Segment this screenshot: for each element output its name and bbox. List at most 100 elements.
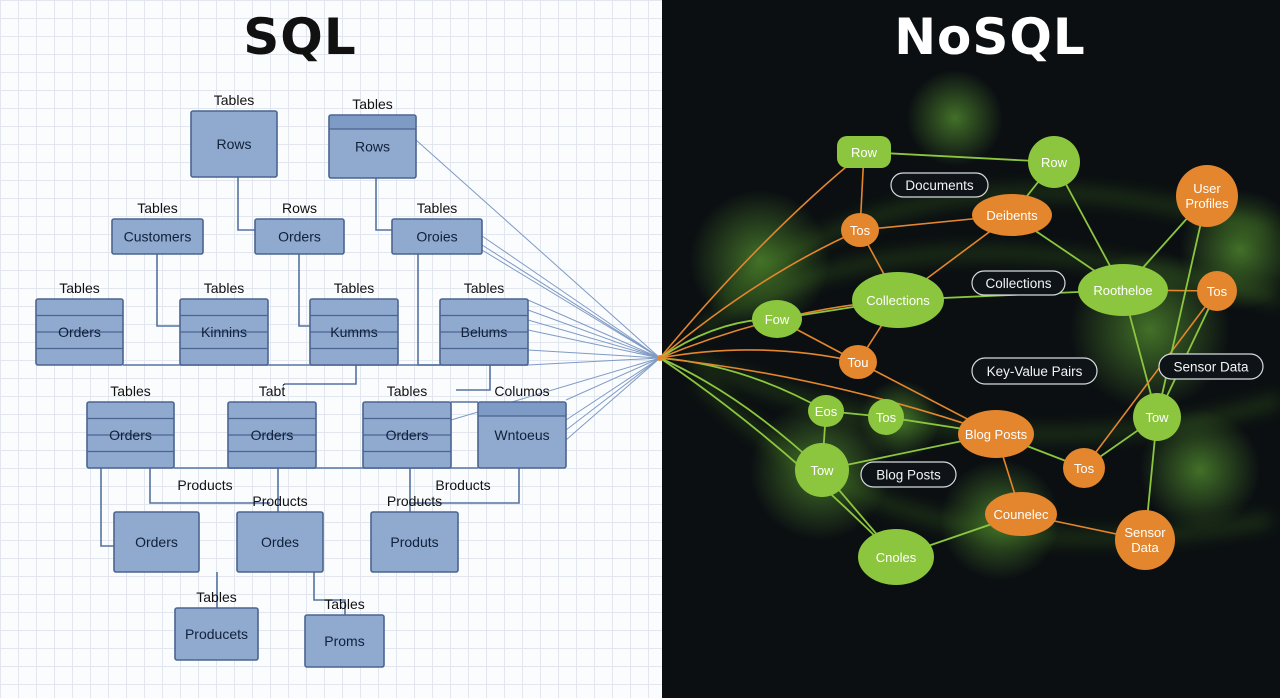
graph-edge (1156, 195, 1208, 418)
table-label: Orders (135, 534, 178, 550)
node-label: Data (1131, 540, 1159, 555)
table-box (391, 218, 483, 255)
fan-line (527, 319, 661, 359)
node-label: Sensor (1124, 525, 1166, 540)
table-caption: Products (387, 493, 442, 509)
sql-table: Customers Tables (111, 200, 204, 255)
pill-shape (971, 357, 1098, 385)
node-shape (1133, 393, 1181, 441)
node-label: Tos (1074, 461, 1095, 476)
fan-line (527, 329, 661, 359)
floating-label: Products (177, 477, 232, 493)
node-label: Row (1041, 155, 1068, 170)
table-caption: Rows (282, 200, 317, 216)
table-caption: Tables (137, 200, 177, 216)
sql-table: Orders Tabt́ (227, 383, 317, 469)
table-label: Orders (109, 427, 152, 443)
fan-line (565, 357, 661, 441)
table-box (190, 110, 278, 178)
table-label: Orders (251, 427, 294, 443)
pill-label: Documents (905, 178, 974, 193)
table-caption: Tables (110, 383, 150, 399)
node-label: Tos (1207, 284, 1228, 299)
node-shape (868, 399, 904, 435)
fan-line (527, 299, 661, 359)
relationship-line (156, 254, 180, 327)
pill-shape (971, 270, 1066, 296)
nosql-title: NoSQL (894, 8, 1086, 66)
glow-strand (688, 355, 1280, 440)
graph-node: Tow (795, 443, 849, 497)
node-label: Cnoles (876, 550, 917, 565)
table-caption: Tables (334, 280, 374, 296)
table-label: Orders (386, 427, 429, 443)
graph-edge (1083, 290, 1218, 469)
node-label: Tos (850, 223, 871, 238)
relationship-line (298, 254, 310, 327)
relationship-line (375, 178, 392, 231)
graph-node: Fow (752, 300, 802, 338)
table-label: Kinnins (201, 324, 247, 340)
relationship-line (100, 468, 114, 547)
table-caption: Tables (387, 383, 427, 399)
table-box (254, 218, 345, 255)
label-pill: Documents (890, 172, 989, 198)
table-label: Customers (124, 229, 192, 245)
node-shape (837, 136, 891, 168)
fan-line (527, 357, 661, 366)
graph-node: Tos (1197, 271, 1237, 311)
pill-label: Key-Value Pairs (987, 364, 1083, 379)
pill-shape (890, 172, 989, 198)
table-label: Proms (324, 633, 364, 649)
graph-node: Counelec (985, 492, 1057, 536)
sql-table: Proms Tables (304, 596, 385, 668)
table-box (304, 614, 385, 668)
node-label: Profiles (1185, 196, 1229, 211)
hub-spoke (659, 357, 897, 558)
table-caption: Tables (204, 280, 244, 296)
node-shape (1078, 264, 1168, 316)
relationship-line (313, 572, 346, 615)
sql-table: Orders Tables (86, 383, 175, 469)
table-caption: Tabt́ (259, 383, 286, 399)
hub-spoke (659, 357, 997, 435)
node-shape (985, 492, 1057, 536)
node-shape (1028, 136, 1080, 188)
label-pill: Sensor Data (1158, 353, 1264, 380)
fan-line (527, 349, 661, 359)
node-label: Collections (866, 293, 930, 308)
graph-node: Blog Posts (958, 410, 1034, 458)
node-shape (752, 300, 802, 338)
sql-table: Orders Tables (362, 383, 452, 469)
graph-node: Rootheloe (1078, 264, 1168, 316)
table-caption: Tables (324, 596, 364, 612)
nosql-nodes: RowRowUserProfilesTosDeibentsCollections… (752, 136, 1238, 585)
sql-table: Belums Tables (439, 280, 529, 366)
table-box (328, 114, 417, 179)
table-label: Kumms (330, 324, 377, 340)
table-box (113, 511, 200, 573)
table-caption: Tables (464, 280, 504, 296)
graph-node: Tos (1063, 448, 1105, 488)
graph-node: Row (1028, 136, 1080, 188)
node-shape (1197, 271, 1237, 311)
table-caption: Products (252, 493, 307, 509)
node-label: Row (851, 145, 878, 160)
node-label: Blog Posts (965, 427, 1028, 442)
fan-line (565, 357, 661, 431)
sql-table: Kumms Tables (309, 280, 399, 366)
table-label: Belums (461, 324, 508, 340)
graph-edge (863, 151, 1055, 163)
graph-node: Row (837, 136, 891, 168)
table-caption: Tables (59, 280, 99, 296)
graph-node: Deibents (972, 194, 1052, 236)
